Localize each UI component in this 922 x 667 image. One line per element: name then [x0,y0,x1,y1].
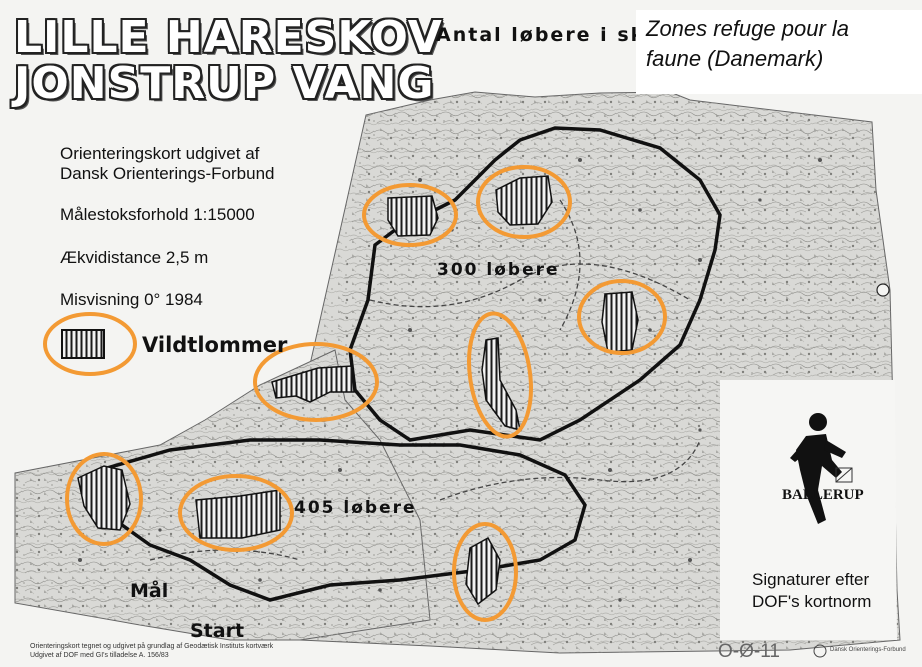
copyright-line1: Orienteringskort tegnet og udgivet på gr… [30,643,274,650]
highlight-ellipse-legend [43,312,137,376]
info-contour: Ækvidistance 2,5 m [60,248,209,267]
caption-line2: faune (Danemark) [646,46,824,71]
signature-note-line2: DOF's kortnorm [752,592,872,611]
copyright-line2: Udgivet af DOF med GI's tilladelse A. 15… [30,652,169,659]
wildlife-zone-7 [195,489,281,539]
map-title-line2: JONSTRUP VANG [14,58,435,109]
wildlife-zone-6 [77,465,131,531]
runner-icon [790,413,846,524]
highlight-ellipse-1 [362,183,458,247]
wildlife-zone-2 [495,175,553,226]
wildlife-zone-3 [601,291,639,353]
runners-boundary-north [348,126,722,442]
wildlife-zone-1 [387,195,439,237]
highlight-ellipse-4 [467,311,533,439]
copyright-icon [813,644,827,658]
map-title-line1: LILLE HARESKOV [14,12,443,63]
info-publisher-line2: Dansk Orienterings-Forbund [60,164,275,183]
highlight-ellipse-2 [476,165,572,239]
signature-note-line1: Signaturer efter [752,570,870,589]
highlight-ellipse-6 [65,452,143,546]
map-legend-area [720,380,897,640]
runners-north-label: 300 løbere [437,260,560,280]
caption-line1: Zones refuge pour la [646,16,850,41]
map-vegetation-dots [78,158,822,602]
runners-south-label: 405 løbere [294,498,417,518]
highlight-ellipse-7 [178,474,294,552]
info-scale: Målestoksforhold 1:15000 [60,205,255,224]
map-code: O-Ø-11 [718,641,780,662]
compass-mark [876,283,890,297]
wildlife-zones [77,175,639,606]
sponsor-label: BALLERUP [782,487,864,503]
highlight-ellipse-3 [577,279,667,355]
legend-hatch-swatch [61,329,105,359]
highlight-ellipse-8 [452,522,518,622]
highlight-ellipse-5 [253,342,379,422]
wildlife-zone-8 [465,536,501,606]
publisher-footer: Dansk Orienterings-Forbund [830,647,906,653]
info-publisher-line1: Orienteringskort udgivet af [60,144,260,163]
wildlife-zone-5 [271,365,355,403]
info-declination: Misvisning 0° 1984 [60,290,203,309]
legend-label: Vildtlommer [142,333,288,357]
runners-header-partial: Antal løbere i sk [436,24,646,46]
ballerup-logo-mark [835,467,853,483]
highlight-ellipses [43,165,667,622]
finish-label: Mål [130,580,169,602]
start-label: Start [190,620,245,642]
caption-box: Zones refuge pour la faune (Danemark) [636,10,922,94]
runners-boundary-south [98,438,587,602]
